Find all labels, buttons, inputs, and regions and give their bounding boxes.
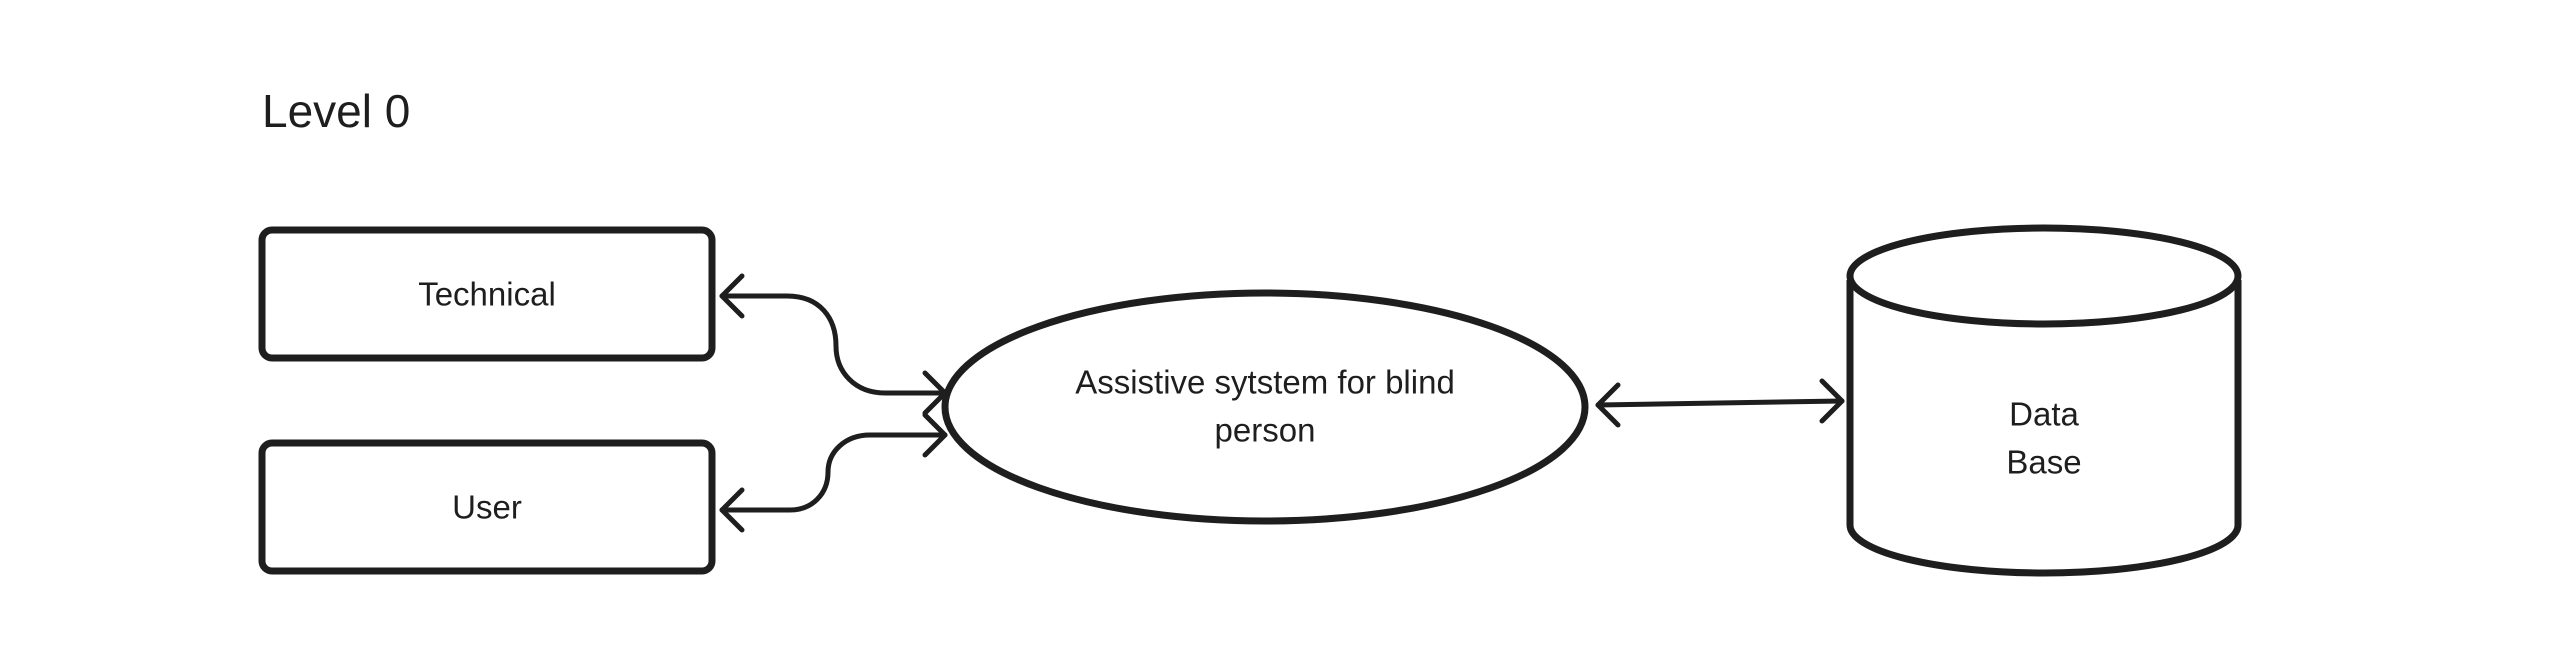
database-label-line2: Base (2006, 444, 2081, 481)
edge-process-user[interactable] (719, 412, 948, 533)
process-label-line1: Assistive sytstem for blind (1075, 364, 1455, 401)
edge-process-technical-line (719, 293, 948, 396)
arrowhead-process-from-user (922, 412, 948, 458)
edge-process-technical[interactable] (719, 273, 948, 416)
arrowhead-technical (719, 273, 745, 319)
edge-process-database-line (1595, 398, 1845, 408)
diagram-title: Level 0 (262, 85, 410, 137)
edge-process-database[interactable] (1595, 378, 1845, 428)
process-ellipse (941, 289, 1589, 525)
arrowhead-process-from-database (1595, 382, 1621, 428)
database-body (1846, 280, 2242, 577)
arrowhead-user (719, 487, 745, 533)
node-database[interactable]: Data Base (1846, 224, 2242, 577)
database-top (1846, 224, 2242, 328)
node-process[interactable]: Assistive sytstem for blind person (941, 289, 1589, 525)
technical-label: Technical (418, 276, 556, 313)
user-box (258, 439, 716, 575)
node-user[interactable]: User (258, 439, 716, 575)
database-label-line1: Data (2009, 396, 2079, 433)
technical-box (258, 226, 716, 362)
edge-process-user-line (719, 432, 948, 513)
arrowhead-process-from-technical (922, 370, 948, 416)
process-label-line2: person (1215, 412, 1316, 449)
arrowhead-database (1819, 378, 1845, 424)
node-technical[interactable]: Technical (258, 226, 716, 362)
user-label: User (452, 489, 522, 526)
